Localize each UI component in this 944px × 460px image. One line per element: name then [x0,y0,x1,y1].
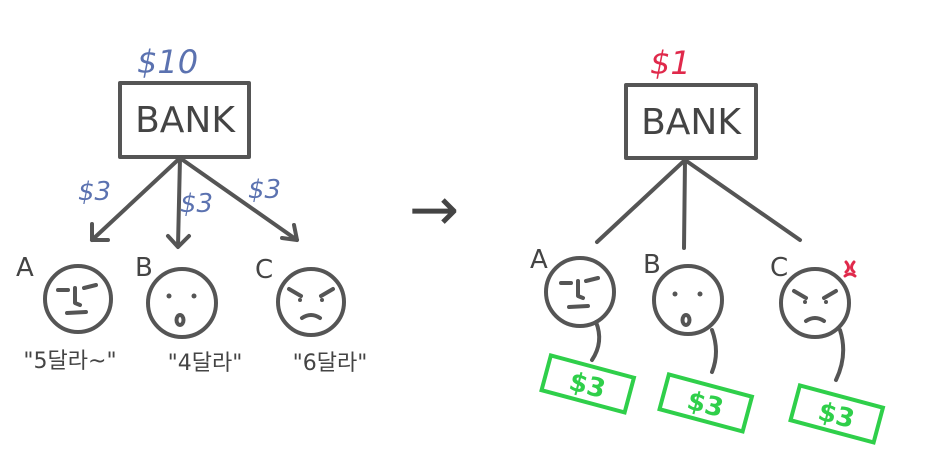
right-person-c: C $3 [770,253,886,445]
left-transfer-arrows [90,156,299,249]
transition-arrow-icon: → [409,175,459,245]
right-bank-box [624,83,758,160]
left-person-a: A "5달라~" [16,253,117,374]
right-person-a-letter: A [530,245,548,275]
right-bill-c: $3 [788,383,886,445]
left-bank-label: BANK [135,100,236,141]
right-arm-a [590,320,602,362]
left-bank-box [118,81,251,159]
right-bill-b: $3 [657,372,755,434]
right-face-b-surprised-icon [672,291,703,327]
right-arm-c [834,328,846,382]
person-a-quote: "5달라~" [23,349,116,374]
arrow-to-c [178,156,299,242]
arrow-to-a [90,156,182,242]
right-connection-lines [595,158,802,250]
anger-mark-icon [843,260,857,278]
face-a-neutral-icon [56,283,98,315]
right-face-c [779,267,851,339]
right-person-b: B $3 [643,250,755,434]
person-b-quote: "4달라" [168,351,243,376]
right-person-b-letter: B [643,250,661,280]
transfer-label-b: $3 [180,189,213,219]
right-panel: $1 BANK A $3 B [530,44,886,445]
person-a-letter: A [16,253,34,283]
left-person-c: C "6달라" [255,255,367,376]
right-bill-a: $3 [539,353,637,415]
arrow-to-b [176,156,182,248]
right-face-b [652,264,724,336]
right-bank-amount: $1 [650,44,691,82]
right-bank-label: BANK [641,102,742,143]
transfer-label-c: $3 [248,175,281,205]
face-c-angry-icon [287,287,335,320]
right-face-a-neutral-icon [559,276,600,309]
right-face-c-angry-icon [792,289,838,323]
arrowhead-a [90,222,110,242]
transfer-label-a: $3 [78,177,111,207]
left-bank-amount: $10 [137,43,198,81]
right-arm-b [710,328,718,374]
face-b [146,267,218,339]
person-c-letter: C [255,255,273,285]
right-face-a [544,256,616,328]
arrowhead-c [280,223,299,242]
right-person-a: A $3 [530,245,637,415]
person-b-letter: B [135,253,153,283]
left-person-b: B "4달라" [135,253,242,376]
left-panel: $10 BANK $3 $3 $3 A "5달라~" [16,43,367,376]
face-a [43,264,113,334]
right-person-c-letter: C [770,253,788,283]
person-c-quote: "6달라" [293,351,368,376]
face-b-surprised-icon [166,293,197,327]
face-c [276,267,346,337]
arrowhead-b [166,234,191,249]
